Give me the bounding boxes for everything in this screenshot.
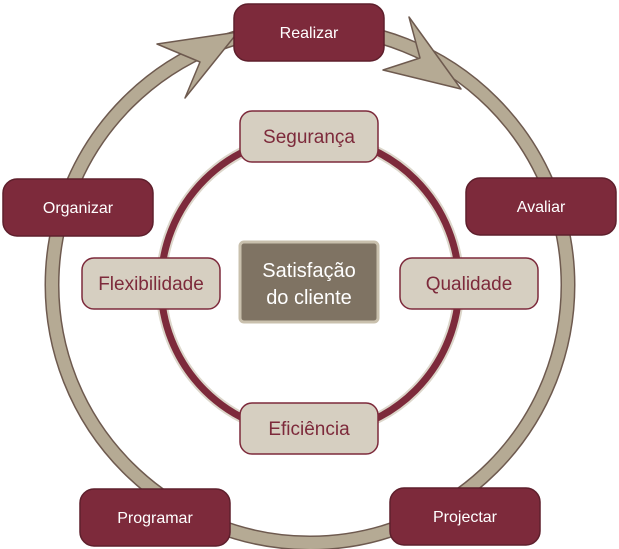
outer-node-programar: Programar xyxy=(79,488,231,547)
inner-node-eficiencia: Eficiência xyxy=(239,402,379,455)
center-node-line2: do cliente xyxy=(266,287,352,309)
arrowhead-left-icon xyxy=(156,31,239,99)
outer-node-avaliar: Avaliar xyxy=(465,177,617,236)
inner-node-flexibilidade: Flexibilidade xyxy=(81,257,221,310)
inner-node-qualidade: Qualidade xyxy=(399,257,539,310)
outer-node-realizar: Realizar xyxy=(233,3,385,62)
inner-node-qualidade-label: Qualidade xyxy=(426,274,513,295)
inner-node-seguranca-label: Segurança xyxy=(263,127,355,148)
outer-node-realizar-label: Realizar xyxy=(280,25,339,42)
outer-node-programar-label: Programar xyxy=(117,510,193,527)
inner-node-seguranca: Segurança xyxy=(239,110,379,163)
inner-node-eficiencia-label: Eficiência xyxy=(268,419,350,440)
center-node-line1: Satisfação xyxy=(262,260,355,282)
outer-node-organizar-label: Organizar xyxy=(43,200,114,217)
outer-node-projectar-label: Projectar xyxy=(433,509,498,526)
inner-node-flexibilidade-label: Flexibilidade xyxy=(98,274,204,295)
center-node: Satisfação do cliente xyxy=(238,240,380,324)
arrowhead-right-icon xyxy=(382,16,462,90)
outer-node-avaliar-label: Avaliar xyxy=(517,199,566,216)
outer-node-organizar: Organizar xyxy=(2,178,154,237)
outer-node-projectar: Projectar xyxy=(389,487,541,546)
